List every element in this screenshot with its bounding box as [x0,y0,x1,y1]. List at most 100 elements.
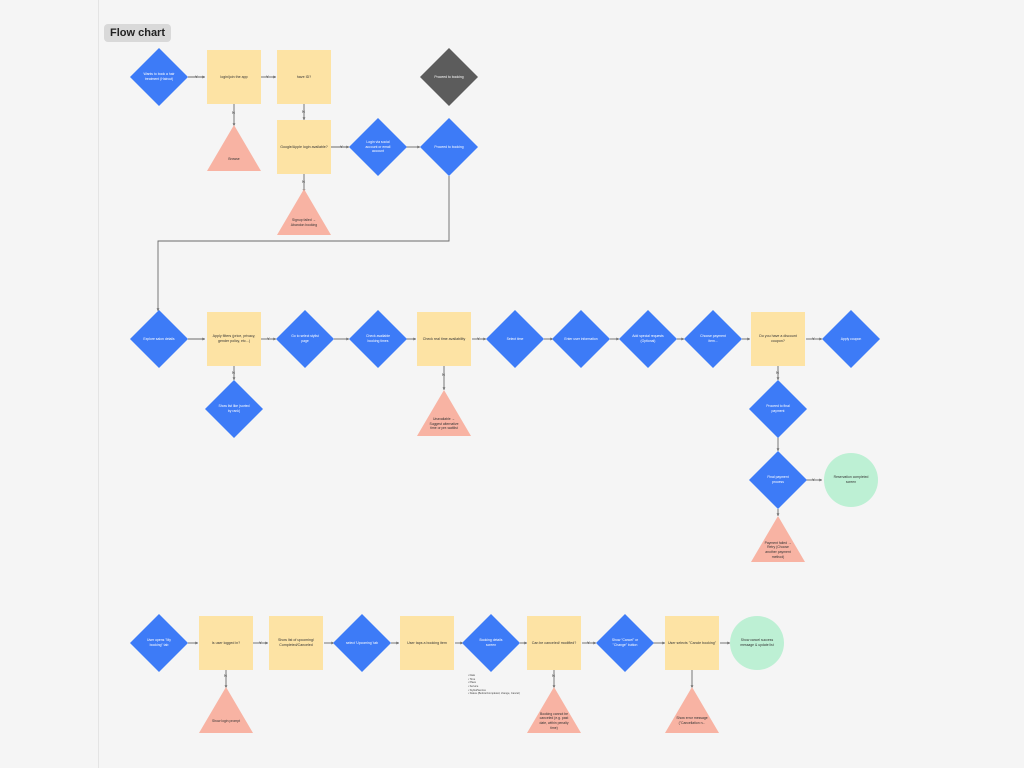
edge-tap-details-arrowhead[interactable] [460,641,463,645]
edge-details-cancel-arrowhead[interactable] [524,641,527,645]
edge-social-proceed-arrowhead[interactable] [417,145,420,149]
edge-loggedin-login-arrowhead[interactable] [224,685,228,688]
select-stylist-diamond[interactable] [276,310,334,368]
login-social-diamond[interactable] [349,118,407,176]
edge-payment-discount-arrowhead[interactable] [747,337,750,341]
edge-opens-loggedin-arrowhead[interactable] [195,641,198,645]
edge-cancel-show-arrowhead[interactable] [593,641,596,645]
choose-payment-diamond[interactable] [684,310,742,368]
user-selects-cancel-box[interactable] [665,616,719,670]
edge-filters-select-arrowhead[interactable] [273,337,276,341]
y-label-3: Y [340,144,343,149]
edge-selects-error-arrowhead[interactable] [690,685,694,688]
edge-haveid-google-arrowhead[interactable] [302,117,306,120]
proceed-booking-diamond[interactable] [420,118,478,176]
user-taps-box[interactable] [400,616,454,670]
cannot-cancel-triangle[interactable] [527,687,581,733]
wants-to-book-diamond[interactable] [130,48,188,106]
edge-discount-final-arrowhead[interactable] [776,377,780,380]
edge-proceed-explore-arrowhead[interactable] [156,308,160,311]
edge-process-complete-arrowhead[interactable] [819,478,822,482]
booking-details-note-item: • Service [468,684,479,688]
booking-details-diamond[interactable] [462,614,520,672]
edge-loggedin-showlist-arrowhead[interactable] [265,641,268,645]
show-booking-list-box[interactable] [269,616,323,670]
payment-failed-triangle[interactable] [751,516,805,562]
enter-info-diamond[interactable] [552,310,610,368]
login-join-app-box[interactable] [207,50,261,104]
edge-filters-showlist-arrowhead[interactable] [232,377,236,380]
booking-details-note-item: • Place [468,681,477,685]
booking-details-note-item: • Date [468,674,476,677]
is-logged-in-box[interactable] [199,616,253,670]
edge-special-payment-arrowhead[interactable] [681,337,684,341]
edge-login-haveid-arrowhead[interactable] [273,75,276,79]
y-label-r3-2: Y [587,640,590,645]
y-label-discount: Y [812,336,815,341]
edge-upcoming-tap-arrowhead[interactable] [396,641,399,645]
unavailable-triangle[interactable] [417,390,471,436]
browse-triangle[interactable] [207,125,261,171]
proceed-booking-grey-diamond[interactable] [420,48,478,106]
special-requests-diamond[interactable] [619,310,677,368]
booking-details-note: • Date• Time• Place• Service• Stylist/Se… [468,674,520,696]
discount-coupon-box[interactable] [751,312,805,366]
cancel-success-circle[interactable] [730,616,784,670]
canvas-frame-edge [98,0,99,768]
edge-info-special-arrowhead[interactable] [616,337,619,341]
edge-realtime-unavailable-arrowhead[interactable] [442,387,446,390]
y-label-2: Y [266,74,269,79]
n-label-r3-2: N [552,673,555,678]
edge-time-info-arrowhead[interactable] [550,337,553,341]
final-payment-diamond[interactable] [749,451,807,509]
booking-details-note-item: • Stylist/Service [468,688,486,692]
edge-proceed-explore[interactable] [157,176,450,311]
check-booking-diamond[interactable] [349,310,407,368]
select-time-diamond[interactable] [486,310,544,368]
y-label-booking: Y [812,477,815,482]
show-login-triangle[interactable] [199,687,253,733]
show-cancel-button-diamond[interactable] [596,614,654,672]
n-label-2: N [302,109,305,114]
n-label-r3-1: N [224,673,227,678]
edge-realtime-time-arrowhead[interactable] [483,337,486,341]
reservation-complete-circle[interactable] [824,453,878,507]
can-cancel-box[interactable] [527,616,581,670]
signup-failed-triangle[interactable] [277,189,331,235]
edge-final-process-arrowhead[interactable] [776,448,780,451]
edge-selects-success-arrowhead[interactable] [727,641,730,645]
booking-details-note-item: • Time [468,677,476,681]
edge-show-selects-arrowhead[interactable] [662,641,665,645]
edge-login-browse-arrowhead[interactable] [232,123,236,126]
n-label-1: N [232,110,235,115]
select-upcoming-diamond[interactable] [333,614,391,672]
y-label-filters: Y [267,336,270,341]
booking-details-note-item: • Status (Before/Completed, change, Canc… [468,692,520,696]
n-label-discount: N [776,370,779,375]
y-label-1: Y [195,74,198,79]
apply-filters-box[interactable] [207,312,261,366]
show-error-triangle[interactable] [665,687,719,733]
edge-cancel-cannot-arrowhead[interactable] [552,685,556,688]
explore-salon-diamond[interactable] [130,310,188,368]
edge-check-realtime-arrowhead[interactable] [413,337,416,341]
flowchart-title[interactable]: Flow chart [104,24,172,42]
edge-google-social-arrowhead[interactable] [346,145,349,149]
apply-coupon-diamond[interactable] [822,310,880,368]
y-label-realtime: Y [477,336,480,341]
proceed-final-diamond[interactable] [749,380,807,438]
have-id-box[interactable] [277,50,331,104]
show-list-diamond[interactable] [205,380,263,438]
user-opens-diamond[interactable] [130,614,188,672]
edge-select-check-arrowhead[interactable] [346,337,349,341]
edge-discount-coupon-arrowhead[interactable] [819,337,822,341]
google-apple-login-box[interactable] [277,120,331,174]
edge-process-failed-arrowhead[interactable] [776,513,780,516]
edge-explore-filters-arrowhead[interactable] [202,337,205,341]
n-label-filters: N [232,370,235,375]
y-label-r3-1: Y [259,640,262,645]
check-realtime-box[interactable] [417,312,471,366]
edge-showlist-upcoming-arrowhead[interactable] [331,641,334,645]
edge-wants-login-arrowhead[interactable] [202,75,205,79]
